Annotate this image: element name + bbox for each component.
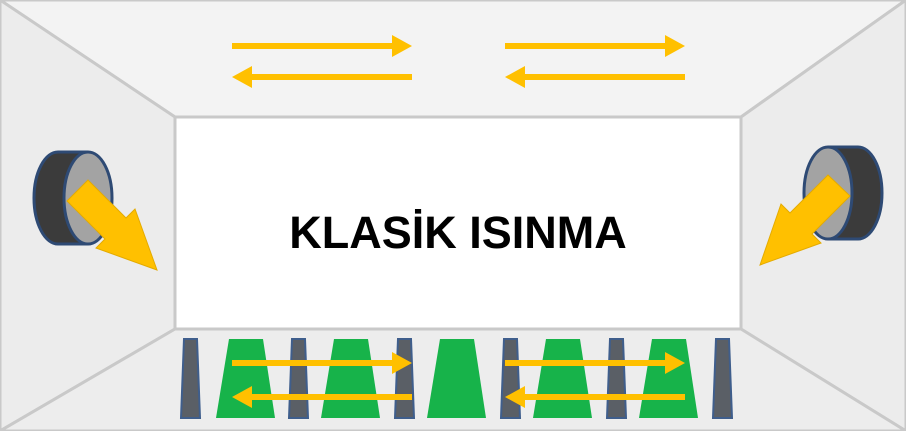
airflow-arrow-icon bbox=[505, 352, 685, 374]
floor-arrows-left bbox=[232, 352, 412, 408]
airflow-arrow-icon bbox=[232, 35, 412, 57]
airflow-arrow-icon bbox=[505, 66, 685, 88]
ceiling-arrows-left bbox=[232, 35, 412, 88]
floor-post bbox=[179, 338, 202, 419]
airflow-arrow-icon bbox=[232, 66, 412, 88]
floor-post bbox=[499, 338, 522, 419]
airflow-arrow-icon bbox=[505, 35, 685, 57]
floor-post bbox=[287, 338, 310, 419]
floor-post bbox=[605, 338, 628, 419]
floor-post bbox=[393, 338, 416, 419]
airflow-arrow-icon bbox=[505, 386, 685, 408]
floor-post bbox=[711, 338, 734, 419]
heat-direction-arrow-icon bbox=[759, 174, 851, 266]
airflow-arrow-icon bbox=[232, 352, 412, 374]
heat-direction-arrow-icon bbox=[66, 179, 158, 271]
airflow-arrow-icon bbox=[232, 386, 412, 408]
ceiling-arrows-right bbox=[505, 35, 685, 88]
green-block bbox=[427, 339, 486, 418]
floor-arrows-right bbox=[505, 352, 685, 408]
back-wall bbox=[173, 115, 743, 331]
